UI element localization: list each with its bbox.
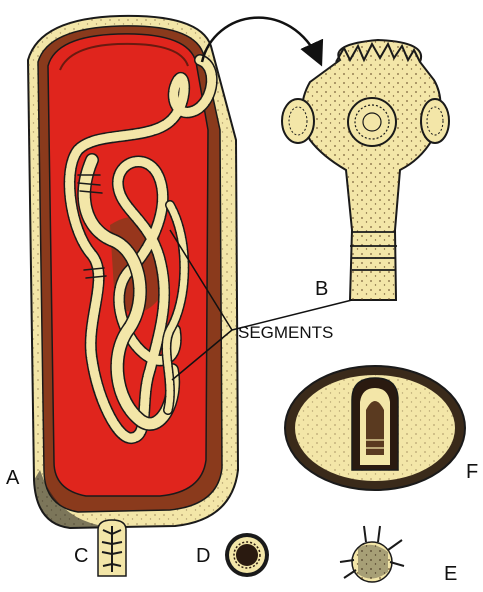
figure-a-intestine xyxy=(28,16,320,528)
sucker-left xyxy=(282,99,314,143)
figure-e-onchosphere: E xyxy=(340,526,457,585)
egg-embryo xyxy=(236,544,258,566)
figure-d-egg: D xyxy=(196,533,269,577)
label-c: C xyxy=(74,545,88,567)
sucker-center xyxy=(348,98,396,146)
figure-b-scolex: B xyxy=(282,40,449,300)
label-segments: SEGMENTS xyxy=(238,323,333,342)
label-f: F xyxy=(466,461,478,483)
label-b: B xyxy=(315,278,328,300)
arrow-to-scolex xyxy=(202,18,320,62)
label-d: D xyxy=(196,545,210,567)
label-e: E xyxy=(444,563,457,585)
label-a: A xyxy=(6,467,20,489)
sucker-right xyxy=(421,99,449,143)
figure-f-cysticercus: F xyxy=(285,366,478,490)
